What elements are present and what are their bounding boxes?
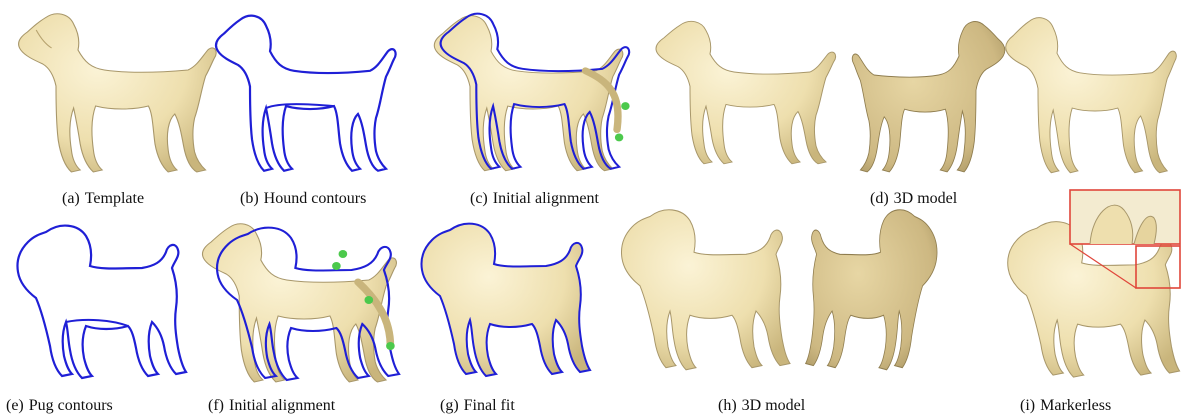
caption-e: (e) Pug contours: [6, 397, 113, 415]
caption-a: (a) Template: [62, 190, 144, 208]
caption-label: (b): [240, 190, 259, 207]
marker-dot: [621, 102, 629, 110]
caption-label: (i): [1020, 397, 1035, 414]
panel-a-template-mesh: [19, 14, 217, 172]
caption-text: 3D model: [894, 190, 958, 207]
marker-dot: [615, 134, 623, 142]
caption-text: Final fit: [464, 397, 515, 414]
caption-g: (g) Final fit: [440, 397, 515, 415]
marker-dot: [386, 342, 395, 350]
panel-b-hound-contours: [216, 16, 396, 171]
caption-text: Markerless: [1040, 397, 1111, 414]
panel-d-3d-model-3: [1006, 18, 1177, 173]
panel-h-3d-model-2: [806, 210, 937, 370]
caption-text: Pug contours: [29, 397, 113, 414]
panel-d-3d-model-1: [656, 21, 836, 163]
caption-label: (e): [6, 397, 24, 414]
panel-i-markerless-model: [1008, 222, 1180, 377]
panel-c-initial-alignment: [434, 14, 629, 171]
caption-c: (c) Initial alignment: [470, 190, 599, 208]
caption-label: (g): [440, 397, 459, 414]
caption-text: Initial alignment: [229, 397, 335, 414]
caption-label: (h): [718, 397, 737, 414]
panel-f-initial-alignment: [202, 224, 399, 382]
caption-label: (d): [870, 190, 889, 207]
caption-h: (h) 3D model: [718, 397, 805, 415]
marker-dot: [339, 250, 348, 258]
caption-text: Hound contours: [264, 190, 367, 207]
caption-b: (b) Hound contours: [240, 190, 366, 208]
panel-g-final-fit: [421, 224, 590, 376]
marker-dot: [364, 296, 373, 304]
caption-text: Initial alignment: [493, 190, 599, 207]
panel-d-3d-model-2: [852, 22, 1005, 172]
caption-text: Template: [85, 190, 144, 207]
panel-e-pug-contours: [17, 226, 186, 378]
caption-text: 3D model: [742, 397, 806, 414]
caption-d: (d) 3D model: [870, 190, 957, 208]
panel-h-3d-model-1: [621, 210, 790, 370]
caption-i: (i) Markerless: [1020, 397, 1111, 415]
marker-dot: [332, 262, 341, 270]
caption-label: (f): [208, 397, 224, 414]
caption-f: (f) Initial alignment: [208, 397, 335, 415]
caption-label: (a): [62, 190, 80, 207]
caption-label: (c): [470, 190, 488, 207]
